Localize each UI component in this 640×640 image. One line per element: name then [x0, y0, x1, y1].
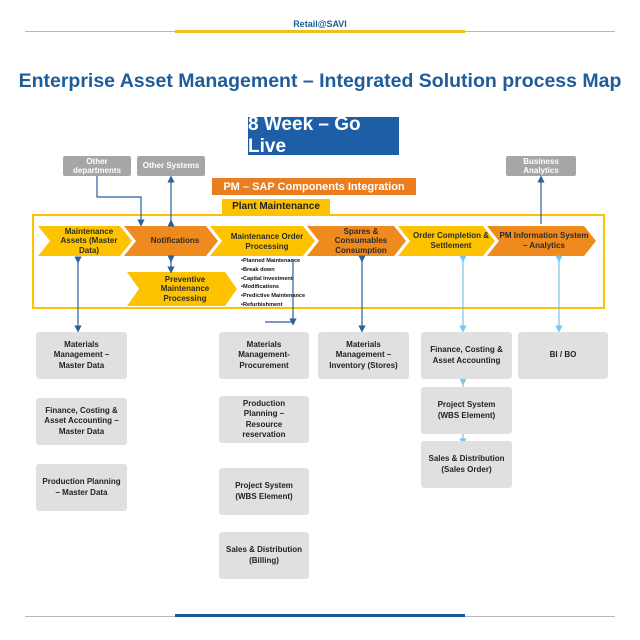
chevron-preventive-maintenance [127, 272, 237, 306]
chevron-order-processing [210, 226, 315, 256]
step-notifications: Notifications [150, 236, 200, 246]
module-fi-co-asset-accounting: Finance, Costing & Asset Accounting [421, 332, 512, 379]
connector-other-departments [96, 176, 145, 227]
sap-integration-banner: PM – SAP Components Integration [212, 178, 416, 195]
header-accent-bar [175, 30, 465, 33]
chevron-order-completion [398, 226, 495, 256]
chevron-pm-information-system [487, 226, 596, 256]
order-types-list: Planned Maintenance Break down Capital I… [241, 257, 331, 310]
chevron-notifications [124, 226, 218, 256]
order-type-item: Capital Investment [241, 275, 331, 284]
module-sd-billing: Sales & Distribution (Billing) [219, 532, 309, 579]
go-live-banner: 8 Week – Go Live [248, 114, 399, 157]
step-order-completion: Order Completion & Settlement [412, 231, 489, 250]
page-title: Enterprise Asset Management – Integrated… [18, 70, 622, 92]
module-pp-master-data: Production Planning – Master Data [36, 464, 127, 511]
other-departments-tab: Other departments [63, 156, 131, 176]
order-type-item: Modifications [241, 283, 331, 292]
business-analytics-tab: Business Analytics [506, 156, 576, 176]
module-pp-resource-reservation: Production Planning – Resource reservati… [219, 396, 309, 443]
chevron-maintenance-assets [38, 226, 132, 256]
other-systems-tab: Other Systems [137, 156, 205, 176]
module-ps-wbs: Project System (WBS Element) [219, 468, 309, 515]
footer-accent-bar [175, 614, 465, 617]
module-mm-procurement: Materials Management- Procurement [219, 332, 309, 379]
step-pm-information-system: PM Information System – Analytics [499, 231, 589, 250]
module-sd-sales-order: Sales & Distribution (Sales Order) [421, 441, 512, 488]
module-ps-wbs-settlement: Project System (WBS Element) [421, 387, 512, 434]
module-bi-bo: BI / BO [518, 332, 608, 379]
module-mm-inventory: Materials Management – Inventory (Stores… [318, 332, 409, 379]
order-type-item: Planned Maintenance [241, 257, 331, 266]
step-maintenance-assets: Maintenance Assets (Master Data) [60, 226, 118, 255]
step-order-processing: Maintenance Order Processing [230, 232, 304, 251]
order-type-item: Break down [241, 266, 331, 275]
module-fi-co-master-data: Finance, Costing & Asset Accounting – Ma… [36, 398, 127, 445]
brand-label: Retail@SAVI [293, 19, 347, 29]
plant-maintenance-label: Plant Maintenance [222, 199, 330, 214]
module-mm-master-data: Materials Management – Master Data [36, 332, 127, 379]
step-spares-consumption: Spares & Consumables Consumption [334, 226, 388, 255]
order-type-item: Predictive Maintenance [241, 292, 331, 301]
chevron-spares-consumption [307, 226, 406, 256]
order-type-item: Refurbishment [241, 301, 331, 310]
step-preventive-maintenance: Preventive Maintenance Processing [160, 274, 210, 303]
